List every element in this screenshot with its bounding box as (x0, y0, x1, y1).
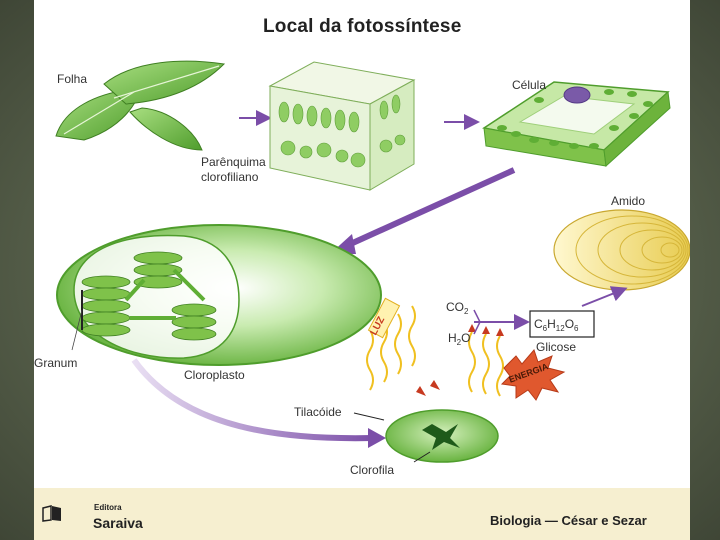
cell-illustration (482, 81, 671, 168)
formula-h-sub: 12 (555, 324, 565, 333)
reactants-bracket (473, 309, 481, 335)
energy-arrowheads (468, 324, 504, 336)
granum-pointer-line (71, 309, 83, 351)
label-parenquima-1: Parênquima (201, 155, 266, 169)
photosynthesis-diagram (55, 60, 690, 463)
co2-base: CO (446, 300, 464, 314)
arrow-glucose-to-starch (581, 286, 628, 307)
parenchyma-illustration (268, 61, 416, 191)
formula-o-sub: 6 (574, 324, 579, 333)
formula-c: C (534, 317, 543, 331)
label-tilacoide: Tilacóide (294, 405, 342, 419)
energy-rays (468, 331, 504, 397)
chloroplast-illustration (56, 224, 382, 366)
book-logo-icon (42, 505, 61, 522)
label-folha: Folha (57, 72, 88, 86)
book-credit: Biologia — César e Sezar (490, 513, 647, 528)
co2-subscript: 2 (464, 307, 469, 316)
arrow-chloroplast-to-thylakoid-head (368, 428, 386, 448)
starch-grain-illustration (553, 209, 690, 291)
clorofila-pointer (413, 451, 431, 463)
formula-c-sub: 6 (542, 324, 548, 333)
tilacoide-pointer (353, 412, 385, 421)
label-clorofila: Clorofila (350, 463, 395, 477)
formula-h: H (547, 317, 556, 331)
publisher-name: Saraiva (93, 515, 143, 531)
arrow-cell-to-chloroplast (344, 167, 516, 249)
label-co2: CO2 (446, 300, 468, 316)
label-glicose: Glicose (536, 340, 577, 354)
energia-starburst (500, 349, 566, 401)
label-celula: Célula (512, 78, 547, 92)
h2o-o: O (461, 331, 471, 345)
h2o-subscript: 2 (456, 338, 462, 347)
slide: Local da fotossíntese (34, 0, 690, 540)
label-amido: Amido (611, 194, 646, 208)
thylakoid-illustration (385, 409, 499, 463)
leaf-illustration (55, 60, 226, 151)
label-h2o: H2O (448, 331, 470, 347)
arrow-chloroplast-to-thylakoid (131, 358, 375, 442)
footer (34, 488, 690, 540)
diagram-title: Local da fotossíntese (263, 16, 462, 37)
h2o-h: H (448, 331, 457, 345)
luz-label-box (367, 297, 401, 339)
label-granum: Granum (34, 356, 78, 370)
light-rays (366, 305, 416, 391)
label-glucose-formula: C6H12O6 (534, 317, 579, 333)
label-cloroplasto: Cloroplasto (184, 368, 245, 382)
formula-o: O (564, 317, 575, 331)
publisher-top: Editora (94, 503, 122, 512)
label-parenquima-2: clorofiliano (201, 170, 259, 184)
light-arrowheads (416, 380, 440, 396)
glucose-formula-box (529, 310, 595, 338)
